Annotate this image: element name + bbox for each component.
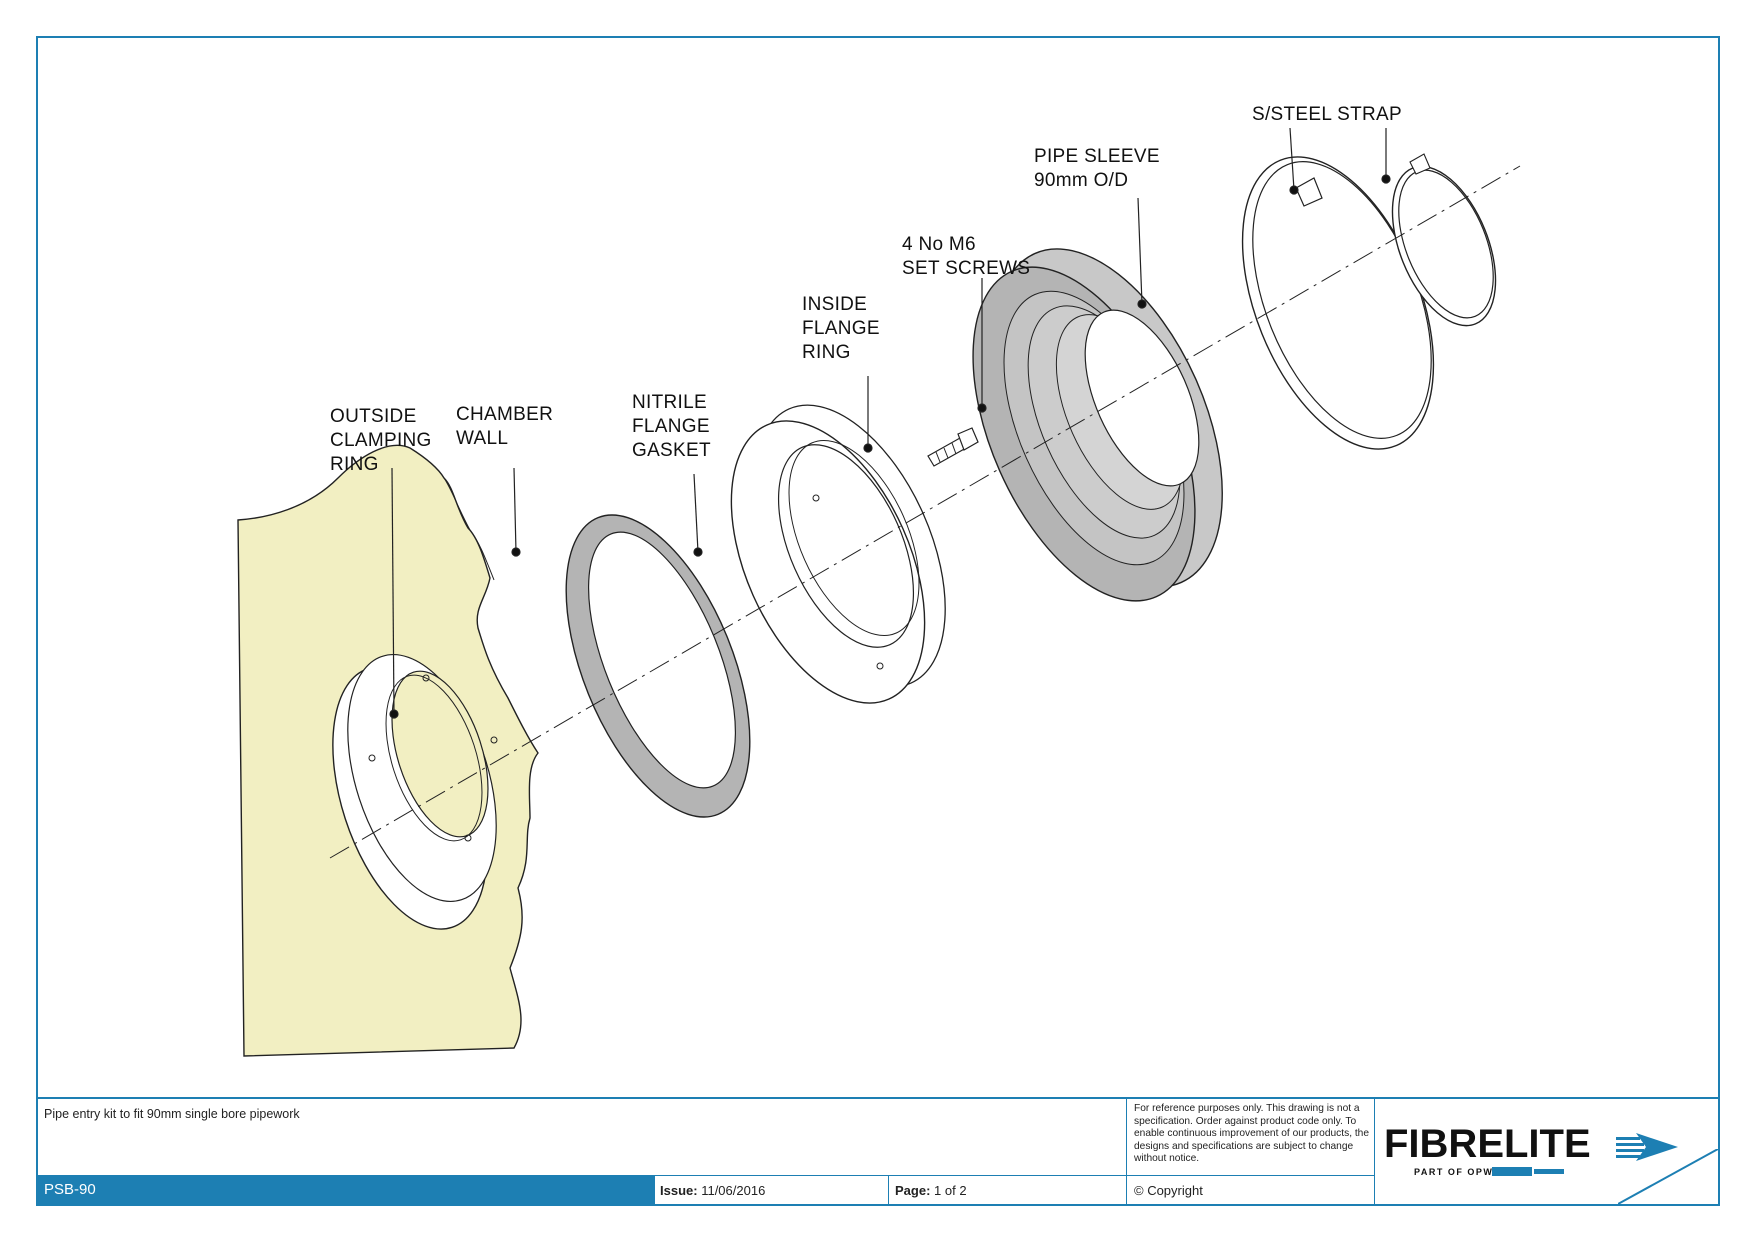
logo-tagline: PART OF OPW [1414,1167,1493,1177]
nitrile-flange-gasket [565,514,751,818]
outside-clamping-ring [332,653,498,930]
label-pipe-sleeve-line2: 90mm O/D [1034,170,1128,191]
title-block: Pipe entry kit to fit 90mm single bore p… [38,1097,1718,1204]
logo-arrow-icon [1616,1133,1678,1161]
label-steel-strap: S/STEEL STRAP [1252,104,1402,125]
label-pipe-sleeve-line1: PIPE SLEEVE [1034,146,1160,167]
label-chamber-wall-line1: CHAMBER [456,404,553,425]
title-block-divider [888,1175,889,1204]
title-block-row-rule [38,1175,1374,1176]
label-set-screws-line2: SET SCREWS [902,258,1030,279]
page-value: 1 of 2 [934,1183,967,1198]
copyright: © Copyright [1134,1183,1203,1198]
set-screw [927,427,979,467]
label-gasket-line1: NITRILE [632,392,707,413]
label-outside-ring-line1: OUTSIDE [330,406,417,427]
issue-field: Issue: 11/06/2016 [660,1183,765,1198]
steel-strap-large [1241,156,1435,450]
title-block-top-rule [38,1097,1718,1099]
product-code-band [38,1175,655,1204]
logo-opw-badge-tail [1534,1169,1564,1174]
wall-edge-shadow [443,477,495,581]
label-outside-ring-line2: CLAMPING [330,430,432,451]
title-block-divider [1374,1097,1375,1204]
label-inside-flange-line1: INSIDE [802,294,867,315]
page-field: Page: 1 of 2 [895,1183,967,1198]
leader-lines [389,127,1391,719]
label-gasket-line3: GASKET [632,440,711,461]
logo-wordmark: FIBRELITE [1384,1122,1591,1166]
label-outside-ring-line3: RING [330,454,379,475]
label-chamber-wall-line2: WALL [456,428,508,449]
assembly-centreline [329,165,1521,859]
label-inside-flange-line2: FLANGE [802,318,880,339]
title-block-divider [1126,1097,1127,1204]
label-inside-flange-line3: RING [802,342,851,363]
label-gasket-line2: FLANGE [632,416,710,437]
frame-corner-chamfer [1618,1149,1718,1204]
exploded-assembly-drawing: S/STEEL STRAP PIPE SLEEVE 90mm O/D 4 No … [237,104,1521,1057]
issue-label: Issue: [660,1183,698,1198]
fibrelite-logo: FIBRELITE PART OF OPW [1384,1122,1678,1177]
logo-opw-badge [1492,1167,1532,1176]
reference-note: For reference purposes only. This drawin… [1134,1103,1370,1165]
inside-flange-ring [730,404,946,704]
steel-strap-small [1391,153,1497,327]
product-code: PSB-90 [44,1181,96,1198]
issue-value: 11/06/2016 [701,1183,766,1198]
drawing-frame [36,36,1720,1206]
page-label: Page: [895,1183,931,1198]
drawing-description: Pipe entry kit to fit 90mm single bore p… [44,1107,300,1121]
label-set-screws-line1: 4 No M6 [902,234,976,255]
pipe-sleeve [972,248,1223,602]
